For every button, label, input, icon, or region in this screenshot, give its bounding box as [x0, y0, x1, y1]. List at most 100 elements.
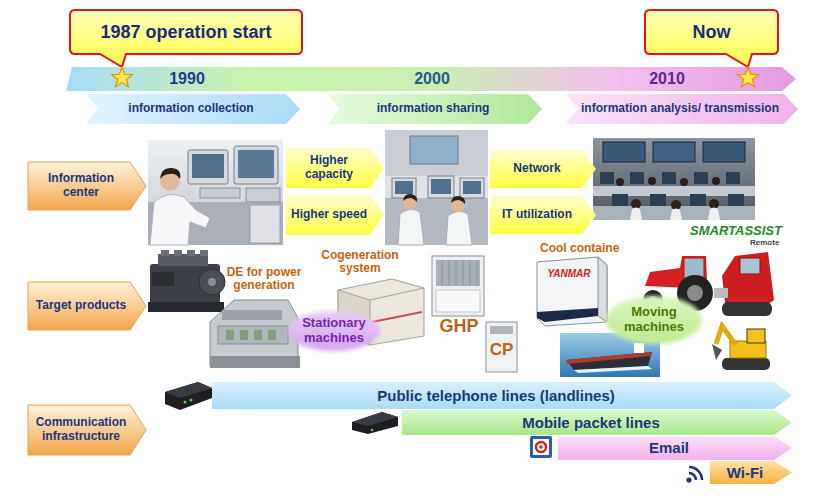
node-content: information analysis/ transmission [566, 94, 798, 124]
node-shape [328, 94, 542, 124]
node-content: Higher capacity [286, 148, 384, 188]
node-content: Stationary machines [288, 311, 380, 351]
node-content: Wi-Fi [710, 461, 792, 484]
label-slot: YANMAR [540, 268, 598, 279]
node-text: information sharing [342, 102, 524, 116]
node-shape [28, 405, 146, 455]
cool-container [537, 257, 607, 326]
node-content: Target products [28, 282, 146, 330]
node-text: Network [494, 162, 580, 176]
year-label: 2000 [392, 70, 472, 88]
node-text: Higher capacity [290, 154, 368, 182]
label-slot: Remote [750, 239, 790, 248]
wifi-icon [686, 467, 702, 483]
year-slot: 2010 [627, 67, 707, 91]
node-text: information collection [100, 102, 282, 116]
node-shape [28, 162, 146, 210]
infrastructure-bar: Mobile packet lines [402, 410, 792, 435]
year-slot: 2000 [392, 67, 472, 91]
node-shape [86, 94, 300, 124]
photo-control-room-2010 [593, 138, 755, 220]
node-text: Wi-Fi [720, 464, 770, 481]
product-label: Cogeneration system [312, 249, 408, 275]
node-content: Email [558, 436, 792, 460]
label-slot: DE for power generation [216, 266, 312, 292]
node-content: Communication infrastructure [28, 405, 146, 455]
node-shape [288, 311, 380, 351]
node-content: Information center [28, 162, 146, 210]
node-content: information sharing [328, 94, 542, 124]
machine-group: Moving machines [606, 296, 702, 344]
year-slot: 1990 [147, 67, 227, 91]
year-label: 1990 [147, 70, 227, 88]
node-text: Mobile packet lines [412, 414, 770, 431]
node-shape [28, 282, 146, 330]
product-code: CP [484, 341, 519, 360]
node-content: Network [490, 150, 596, 188]
year-label: 2010 [627, 70, 707, 88]
product-label: DE for power generation [216, 266, 312, 292]
product-code: GHP [432, 317, 486, 337]
email-icon [530, 436, 552, 458]
brand-mark: YANMAR [540, 268, 598, 279]
phase-arrow: information analysis/ transmission [566, 94, 798, 124]
phase-arrow: information collection [86, 94, 300, 124]
node-text: Target products [34, 299, 128, 313]
node-shape [286, 195, 384, 235]
improvement-arrow: IT utilization [490, 196, 596, 234]
node-text: Moving machines [614, 305, 694, 335]
packet-modem [352, 412, 398, 434]
callout-box: Now [645, 10, 778, 54]
service-logo: SMARTASSIST [690, 224, 790, 238]
node-content: Now [645, 10, 778, 54]
node-shape [70, 10, 302, 67]
node-text: Information center [34, 172, 128, 200]
callout-box: 1987 operation start [70, 10, 302, 54]
improvement-arrow: Higher speed [286, 195, 384, 235]
row-header: Target products [28, 282, 146, 330]
landline-modem [165, 382, 212, 410]
service-logo-sub: Remote [750, 239, 790, 248]
node-content: Public telephone lines (landlines) [212, 382, 792, 409]
node-text: Email [568, 439, 770, 456]
node-shape [212, 382, 792, 409]
node-shape [402, 410, 792, 435]
label-slot: Cool containe [540, 242, 638, 255]
gas-heat-pump [432, 256, 484, 316]
diesel-engine [148, 250, 225, 312]
node-content: 1987 operation start [70, 10, 302, 54]
node-shape [645, 10, 778, 67]
phase-arrow: information sharing [328, 94, 542, 124]
combine-harvester [714, 252, 774, 316]
node-text: 1987 operation start [78, 22, 294, 43]
improvement-arrow: Network [490, 150, 596, 188]
node-content: Higher speed [286, 195, 384, 235]
infrastructure-bar: Email [558, 436, 792, 460]
marine-engine [210, 300, 300, 368]
node-shape [490, 196, 596, 234]
node-content: IT utilization [490, 196, 596, 234]
row-header: Communication infrastructure [28, 405, 146, 455]
infrastructure-bar: Public telephone lines (landlines) [212, 382, 792, 409]
node-shape [558, 436, 792, 460]
star-marker [738, 67, 759, 87]
node-text: IT utilization [494, 208, 580, 222]
node-shape [66, 67, 796, 91]
photo-operator-1990 [148, 140, 283, 245]
label-slot: SMARTASSIST [690, 224, 790, 238]
label-slot: GHP [432, 317, 486, 337]
node-shape [566, 94, 798, 124]
improvement-arrow: Higher capacity [286, 148, 384, 188]
node-text: information analysis/ transmission [580, 102, 780, 116]
node-content: Moving machines [606, 296, 702, 344]
node-shape [286, 148, 384, 188]
node-content: Mobile packet lines [402, 410, 792, 435]
timeline-bar: 1990 2000 2010 [66, 67, 796, 91]
node-text: Communication infrastructure [34, 416, 128, 444]
excavator [712, 326, 770, 370]
node-content: 1990 2000 2010 [66, 67, 796, 91]
node-content: information collection [86, 94, 300, 124]
row-header: Information center [28, 162, 146, 210]
photo-operators-2000 [385, 130, 488, 245]
